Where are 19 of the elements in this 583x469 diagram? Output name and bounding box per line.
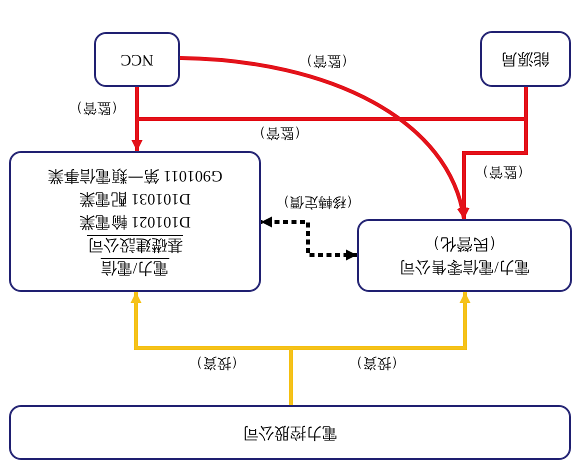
box-title: 電力控股公司	[242, 423, 338, 444]
arrow	[180, 56, 467, 220]
box-title: 電力/電信零售公司	[398, 258, 531, 278]
box-text: D101031 配電業	[79, 189, 191, 210]
arrow	[289, 292, 470, 405]
box-text: D101021 輸電業	[79, 212, 191, 232]
box-title: 能源局	[502, 50, 550, 70]
box-text: G901011 第一類電信事業	[48, 166, 222, 186]
box-title: 基礎建設公司	[87, 235, 183, 256]
company-box	[9, 405, 571, 460]
box-title: 電力/電信	[100, 258, 170, 278]
arrow	[132, 87, 142, 151]
company-box	[357, 219, 572, 292]
box-title: NCC	[120, 50, 154, 70]
box-subtitle: （民營化）	[424, 234, 504, 254]
double-arrow	[261, 216, 357, 260]
agency-box	[94, 32, 180, 87]
agency-box	[480, 31, 571, 87]
company-box	[9, 151, 261, 292]
